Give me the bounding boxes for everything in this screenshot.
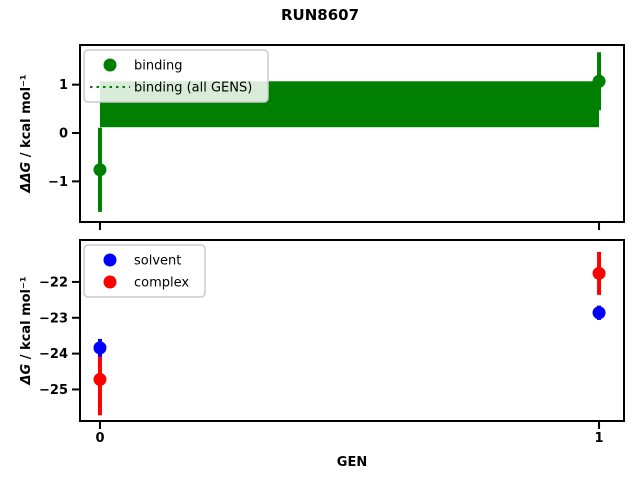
y-tick-label: −25 [39, 383, 68, 398]
y-tick-label: 0 [59, 127, 68, 142]
y-tick-label: −23 [39, 311, 68, 326]
binding-point-gen0 [93, 163, 107, 177]
y-tick-label: 1 [59, 78, 68, 93]
legend: solvent complex [83, 244, 206, 298]
legend-marker-binding [103, 58, 117, 72]
legend-marker-complex [103, 275, 117, 289]
legend-box [83, 49, 269, 103]
legend-label-binding: binding [134, 59, 182, 74]
binding-point-gen1 [592, 74, 606, 88]
x-axis-label: GEN [337, 455, 367, 470]
y-tick-label: −22 [39, 275, 68, 290]
y-axis-label: ΔΔG / kcal mol⁻¹ [19, 74, 34, 193]
figure-title: RUN8607 [280, 6, 360, 24]
solvent-point-gen0 [93, 341, 107, 355]
panel-top: 1 0 −1 ΔΔG / kcal mol⁻¹ binding binding (all … [19, 44, 625, 230]
legend-marker-solvent [103, 253, 117, 267]
complex-point-gen0 [93, 372, 107, 386]
complex-point-gen1 [592, 266, 606, 280]
x-tick-label: 1 [595, 431, 604, 446]
y-tick-label: −1 [48, 175, 68, 190]
solvent-point-gen1 [592, 306, 606, 320]
legend-label-binding-all-gens: binding (all GENS) [134, 81, 252, 96]
axes-frame [79, 239, 625, 422]
y-tick-label: −24 [39, 347, 68, 362]
legend-label-solvent: solvent [134, 254, 181, 269]
axes-frame [79, 44, 625, 223]
legend: binding binding (all GENS) [83, 49, 269, 103]
x-tick-label: 0 [95, 431, 104, 446]
legend-label-complex: complex [134, 276, 189, 291]
y-axis-label: ΔG / kcal mol⁻¹ [19, 276, 34, 385]
panel-bottom: 0 1 −22 −23 −24 −25 ΔG / kcal mol⁻¹ GEN solvent c… [19, 239, 625, 470]
